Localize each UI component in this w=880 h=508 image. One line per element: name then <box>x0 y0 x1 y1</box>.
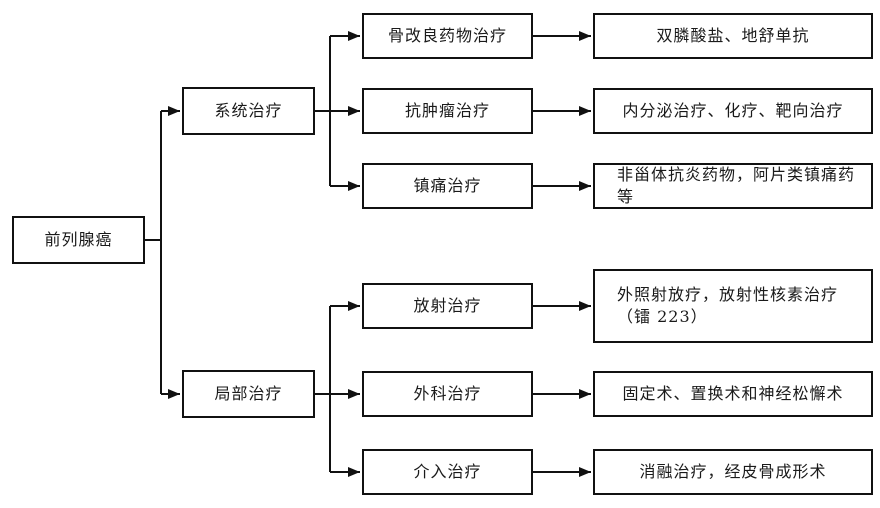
node-surgical-detail: 固定术、置换术和神经松懈术 <box>593 371 873 417</box>
node-antitumor-detail: 内分泌治疗、化疗、靶向治疗 <box>593 88 873 134</box>
node-surgical-therapy: 外科治疗 <box>362 371 533 417</box>
node-bone-modifying-detail: 双膦酸盐、地舒单抗 <box>593 13 873 59</box>
node-radiation-therapy: 放射治疗 <box>362 283 533 329</box>
node-interventional-therapy: 介入治疗 <box>362 449 533 495</box>
radiation-detail-line2: （镭 223） <box>617 307 708 326</box>
node-antitumor-therapy: 抗肿瘤治疗 <box>362 88 533 134</box>
node-root-prostate-cancer: 前列腺癌 <box>12 216 145 264</box>
node-analgesic-detail: 非甾体抗炎药物，阿片类镇痛药等 <box>593 163 873 209</box>
node-bone-modifying-drug-therapy: 骨改良药物治疗 <box>362 13 533 59</box>
node-systemic-treatment: 系统治疗 <box>182 87 315 135</box>
radiation-detail-line1: 外照射放疗，放射性核素治疗 <box>617 285 839 305</box>
node-analgesic-therapy: 镇痛治疗 <box>362 163 533 209</box>
node-radiation-detail: 外照射放疗，放射性核素治疗 （镭 223） <box>593 269 873 343</box>
node-local-treatment: 局部治疗 <box>182 370 315 418</box>
node-interventional-detail: 消融治疗，经皮骨成形术 <box>593 449 873 495</box>
